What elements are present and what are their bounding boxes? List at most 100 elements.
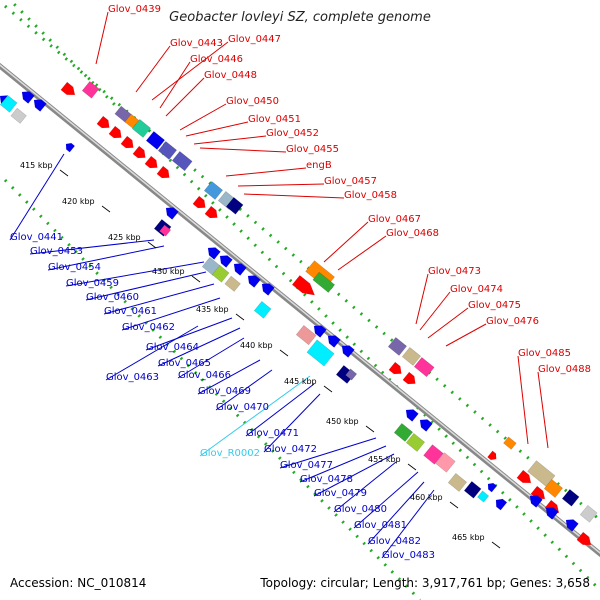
label-leader-line <box>215 369 273 411</box>
gene-box-feature-shape <box>543 478 564 498</box>
label-leader-line <box>333 461 397 513</box>
genome-backbone <box>0 62 600 558</box>
gene-box-feature <box>503 436 517 450</box>
reverse-gene-feature <box>0 94 18 113</box>
reverse-gene-feature-shape <box>345 368 358 381</box>
forward-gene-feature-shape <box>132 145 146 159</box>
scale-tick-label: 445 kbp <box>284 377 317 386</box>
reverse-gene-feature-shape <box>261 283 275 296</box>
reverse-gene-feature-shape <box>253 300 272 319</box>
forward-gene-feature <box>192 195 206 209</box>
forward-gene-feature-shape <box>81 80 100 99</box>
label-leader-line <box>263 393 321 453</box>
reverse-gene-feature-shape <box>423 444 444 465</box>
reverse-gene-feature-shape <box>529 495 543 508</box>
forward-gene-label: Glov_0488 <box>538 364 591 375</box>
reverse-gene-feature <box>435 452 456 473</box>
forward-gene-feature-shape <box>576 531 592 546</box>
forward-gene-label: Glov_0452 <box>266 128 319 139</box>
label-leader-line <box>29 239 155 255</box>
scale-tick-label: 465 kbp <box>452 533 485 542</box>
forward-gene-feature <box>132 145 146 159</box>
reverse-gene-feature-shape <box>405 409 419 422</box>
reverse-gene-feature <box>545 507 559 520</box>
reverse-gene-feature <box>295 324 317 346</box>
scale-tick-mark <box>101 205 111 213</box>
gene-box-feature <box>579 504 598 523</box>
reverse-gene-label: Glov_0460 <box>86 292 139 303</box>
scale-tick-mark <box>449 501 459 509</box>
scale-tick-label: 420 kbp <box>62 197 95 206</box>
scale-tick-mark <box>279 349 289 357</box>
label-leader-line <box>415 273 429 325</box>
label-leader-line <box>165 77 205 117</box>
label-leader-line <box>537 371 549 449</box>
forward-gene-feature-shape <box>120 135 134 149</box>
reverse-gene-feature-shape <box>224 275 241 292</box>
reverse-gene-feature-shape <box>393 422 414 442</box>
reverse-gene-feature-shape <box>33 99 47 112</box>
label-leader-line <box>185 121 249 137</box>
reverse-gene-label: Glov_0441 <box>10 232 63 243</box>
label-leader-line <box>145 317 233 351</box>
scale-tick-mark <box>235 313 245 321</box>
label-leader-line <box>353 471 419 529</box>
reverse-gene-feature-shape <box>447 472 468 492</box>
forward-gene-feature <box>487 450 497 461</box>
reverse-gene-feature <box>207 247 221 260</box>
forward-gene-feature-shape <box>144 155 158 169</box>
reverse-gene-feature <box>405 409 419 422</box>
reverse-gene-feature <box>261 283 275 296</box>
accession-text: Accession: NC_010814 <box>10 576 147 590</box>
gene-box-feature <box>312 271 336 293</box>
forward-gene-feature-shape <box>291 274 316 296</box>
label-leader-line <box>517 355 529 445</box>
forward-gene-feature-shape <box>96 115 110 129</box>
forward-gene-label: Glov_0473 <box>428 266 481 277</box>
reverse-gene-feature <box>341 345 355 358</box>
label-leader-line <box>103 283 215 315</box>
reverse-gene-label: Glov_0482 <box>368 536 421 547</box>
reverse-gene-feature-shape <box>313 325 327 338</box>
reverse-gene-feature <box>159 224 172 237</box>
forward-gene-label: Glov_0457 <box>324 176 377 187</box>
reverse-gene-feature <box>33 99 47 112</box>
forward-gene-feature-shape <box>487 450 497 461</box>
label-leader-line <box>445 323 487 347</box>
reverse-gene-feature <box>565 519 579 532</box>
reverse-gene-label: Glov_0461 <box>104 306 157 317</box>
label-leader-line <box>323 221 369 263</box>
reverse-gene-feature <box>21 91 35 104</box>
reverse-gene-label: Glov_0477 <box>280 460 333 471</box>
reverse-gene-feature-shape <box>419 419 433 432</box>
reverse-gene-feature-shape <box>10 107 27 124</box>
forward-gene-feature-shape <box>402 371 416 385</box>
forward-gene-label: Glov_0455 <box>286 144 339 155</box>
scale-tick-mark <box>365 425 375 433</box>
rna-gene-label: Glov_R0002 <box>200 448 260 459</box>
reverse-gene-feature-shape <box>495 498 508 511</box>
gene-box-feature <box>413 356 435 378</box>
reverse-gene-feature <box>253 300 272 319</box>
reverse-gene-feature-shape <box>463 480 482 499</box>
scale-tick-label: 435 kbp <box>196 305 229 314</box>
scale-tick-label: 460 kbp <box>410 493 443 502</box>
forward-gene-feature-shape <box>192 195 206 209</box>
label-leader-line <box>381 489 435 559</box>
label-leader-line <box>193 135 267 145</box>
reverse-gene-feature <box>405 432 426 452</box>
reverse-gene-label: Glov_0481 <box>354 520 407 531</box>
reverse-gene-feature <box>477 490 490 503</box>
reverse-gene-feature-shape <box>207 247 221 260</box>
label-leader-line <box>225 167 307 177</box>
reverse-gene-label: Glov_0469 <box>198 386 251 397</box>
label-leader-line <box>157 327 241 367</box>
reverse-gene-feature <box>529 495 543 508</box>
reverse-gene-feature-shape <box>233 263 247 276</box>
genome-title: Geobacter lovleyi SZ, complete genome <box>169 10 431 25</box>
reverse-gene-label: Glov_0480 <box>334 504 387 515</box>
forward-gene-feature <box>60 81 76 96</box>
forward-gene-feature <box>516 469 532 484</box>
reverse-gene-feature <box>393 422 414 442</box>
gene-box-feature-shape <box>387 336 408 356</box>
